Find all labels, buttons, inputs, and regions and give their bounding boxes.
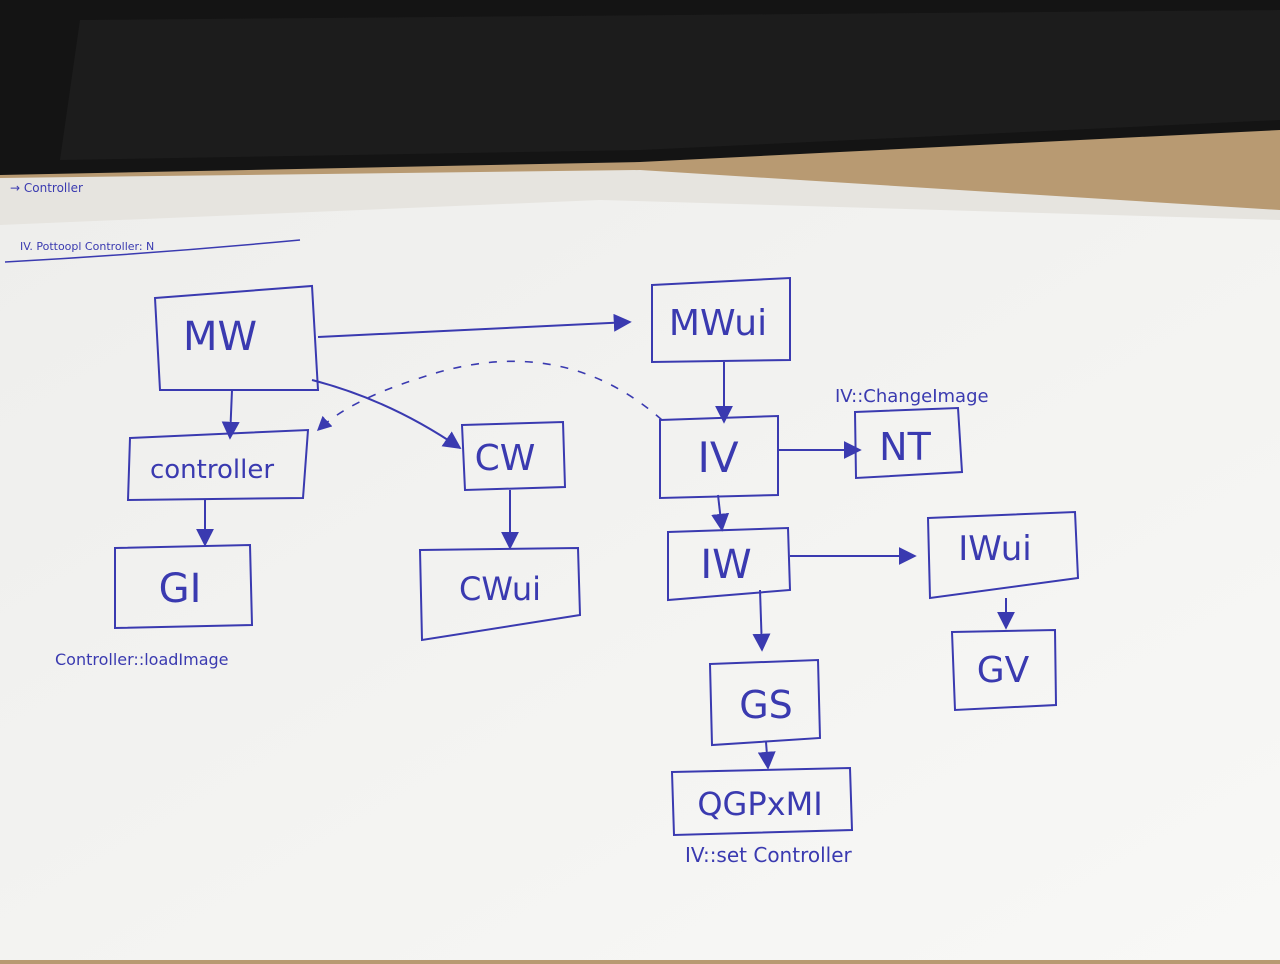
box-controller <box>126 428 310 502</box>
label-nt: NT <box>879 425 931 469</box>
edge-mw-cw <box>311 379 462 450</box>
box-mwui <box>651 276 791 364</box>
annotations: IV::ChangeImage Controller::loadImage IV… <box>55 386 989 867</box>
box-gi <box>114 543 254 630</box>
box-cw <box>460 420 567 492</box>
box-gv <box>950 628 1058 712</box>
label-cwui: CWui <box>459 570 541 608</box>
label-gv: GV <box>977 650 1030 691</box>
node-boxes <box>114 276 1080 837</box>
annotation-iv-change-image: IV::ChangeImage <box>835 386 989 407</box>
label-iw: IW <box>700 542 751 588</box>
label-iv: IV <box>697 433 738 482</box>
box-gs <box>708 658 822 747</box>
box-iv <box>659 414 779 500</box>
node-labels: MW MWui controller CW IV NT GI CWui IW I… <box>150 303 1032 823</box>
header-scribble-second: IV. Pottoopl Controller: N <box>20 240 154 253</box>
label-cw: CW <box>475 438 536 479</box>
edge-mw-controller <box>221 389 240 440</box>
box-iwui <box>926 510 1080 600</box>
annotation-iv-set-controller: IV::set Controller <box>685 843 853 867</box>
edge-gs-qgpxmi <box>757 741 776 770</box>
header-underline <box>4 239 301 263</box>
label-controller: controller <box>150 455 274 485</box>
label-qgpxmi: QGPxMI <box>697 785 822 823</box>
label-mw: MW <box>183 314 257 360</box>
edge-mw-mwui <box>317 313 632 338</box>
label-mwui: MWui <box>669 303 767 344</box>
box-cwui <box>418 546 582 642</box>
box-mw <box>153 284 320 391</box>
monitor-screen <box>60 10 1280 160</box>
box-iw <box>667 526 792 602</box>
header-scribble-top: → Controller <box>10 181 83 195</box>
box-qgpxmi <box>670 766 854 837</box>
edge-iw-gs <box>752 589 771 652</box>
label-gi: GI <box>159 566 202 612</box>
box-nt <box>853 406 964 480</box>
edges <box>196 313 1015 770</box>
annotation-controller-load-image: Controller::loadImage <box>55 650 229 669</box>
label-iwui: IWui <box>958 529 1031 569</box>
paper-front-sheet <box>0 200 1280 960</box>
edge-iv-iw <box>711 494 730 532</box>
label-gs: GS <box>739 683 793 727</box>
